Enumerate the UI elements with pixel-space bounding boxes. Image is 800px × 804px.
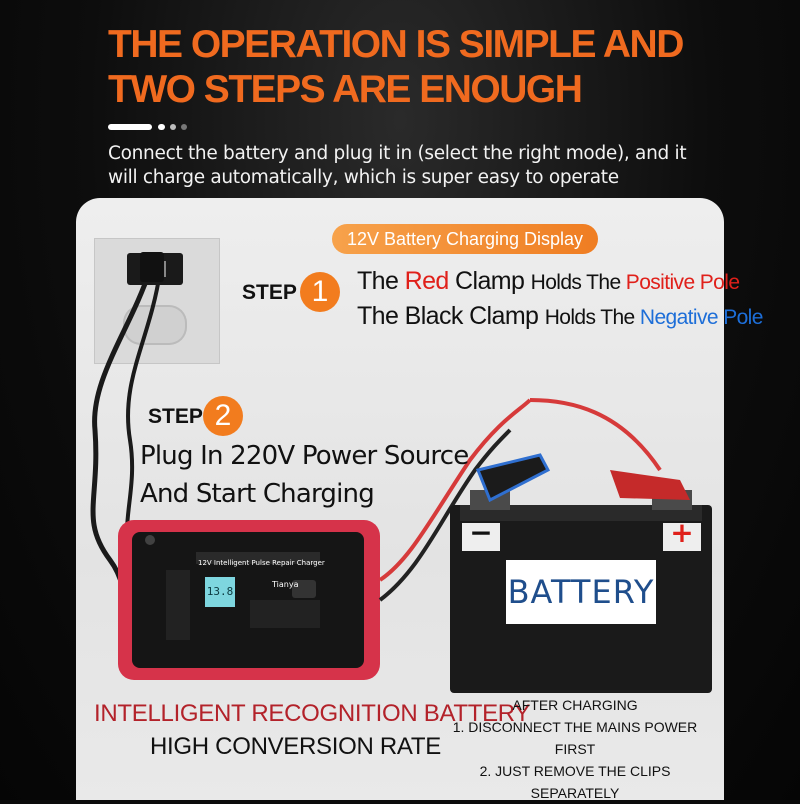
step-1-line-1: The Red Clamp Holds The Positive Pole: [357, 267, 740, 295]
step-1-label: STEP: [242, 281, 297, 304]
negative-pole-text: Negative Pole: [639, 306, 764, 329]
mode-button: [292, 580, 316, 598]
wall-outlet-icon: [94, 238, 220, 364]
display-label: 12V Battery Charging Display: [332, 224, 598, 254]
pager-dot: [158, 124, 165, 130]
headline-line-1: THE OPERATION IS SIMPLE AND: [108, 23, 684, 66]
intro-text: Connect the battery and plug it in (sele…: [108, 142, 708, 190]
high-conversion-text: HIGH CONVERSION RATE: [150, 733, 441, 760]
black-cable: [378, 428, 512, 602]
step-1-line-2: The Black Clamp Holds The Negative Pole: [357, 302, 764, 330]
charger-title: 12V Intelligent Pulse Repair Charger: [198, 559, 325, 567]
battery-label: BATTERY: [506, 560, 656, 624]
charger-info: [250, 600, 320, 628]
red-word: Red: [404, 267, 450, 295]
headline: THE OPERATION IS SIMPLE AND TWO STEPS AR…: [108, 22, 748, 112]
step-2-label: STEP: [148, 405, 203, 428]
red-cable: [378, 398, 532, 582]
charger-lcd: 13.8: [205, 577, 235, 607]
pager-dot: [181, 124, 187, 130]
after-charging-notes: AFTER CHARGING 1. DISCONNECT THE MAINS P…: [452, 697, 698, 801]
step-2-text: Plug In 220V Power Source And Start Char…: [140, 441, 469, 509]
pager-dot: [170, 124, 176, 130]
charger-title-bar: [196, 552, 320, 564]
intelligent-recognition-text: INTELLIGENT RECOGNITION BATTERY: [94, 700, 531, 727]
red-clamp: [610, 470, 690, 500]
intro-line-1: Connect the battery and plug it in (sele…: [108, 143, 687, 164]
positive-pole-text: Positive Pole: [625, 271, 740, 294]
minus-sign: −: [469, 516, 493, 549]
step-1-number: 1: [300, 272, 340, 312]
headline-line-2: TWO STEPS ARE ENOUGH: [108, 68, 583, 111]
charger-brand: Tianya: [272, 580, 299, 589]
power-plug-icon: [140, 252, 164, 282]
pager-dot-active: [108, 124, 152, 130]
black-clamp: [475, 453, 551, 503]
step-2-number: 2: [203, 396, 243, 436]
intro-line-2: will charge automatically, which is supe…: [108, 167, 619, 188]
charger-icons-left: [166, 570, 190, 640]
plus-sign: +: [670, 516, 694, 549]
